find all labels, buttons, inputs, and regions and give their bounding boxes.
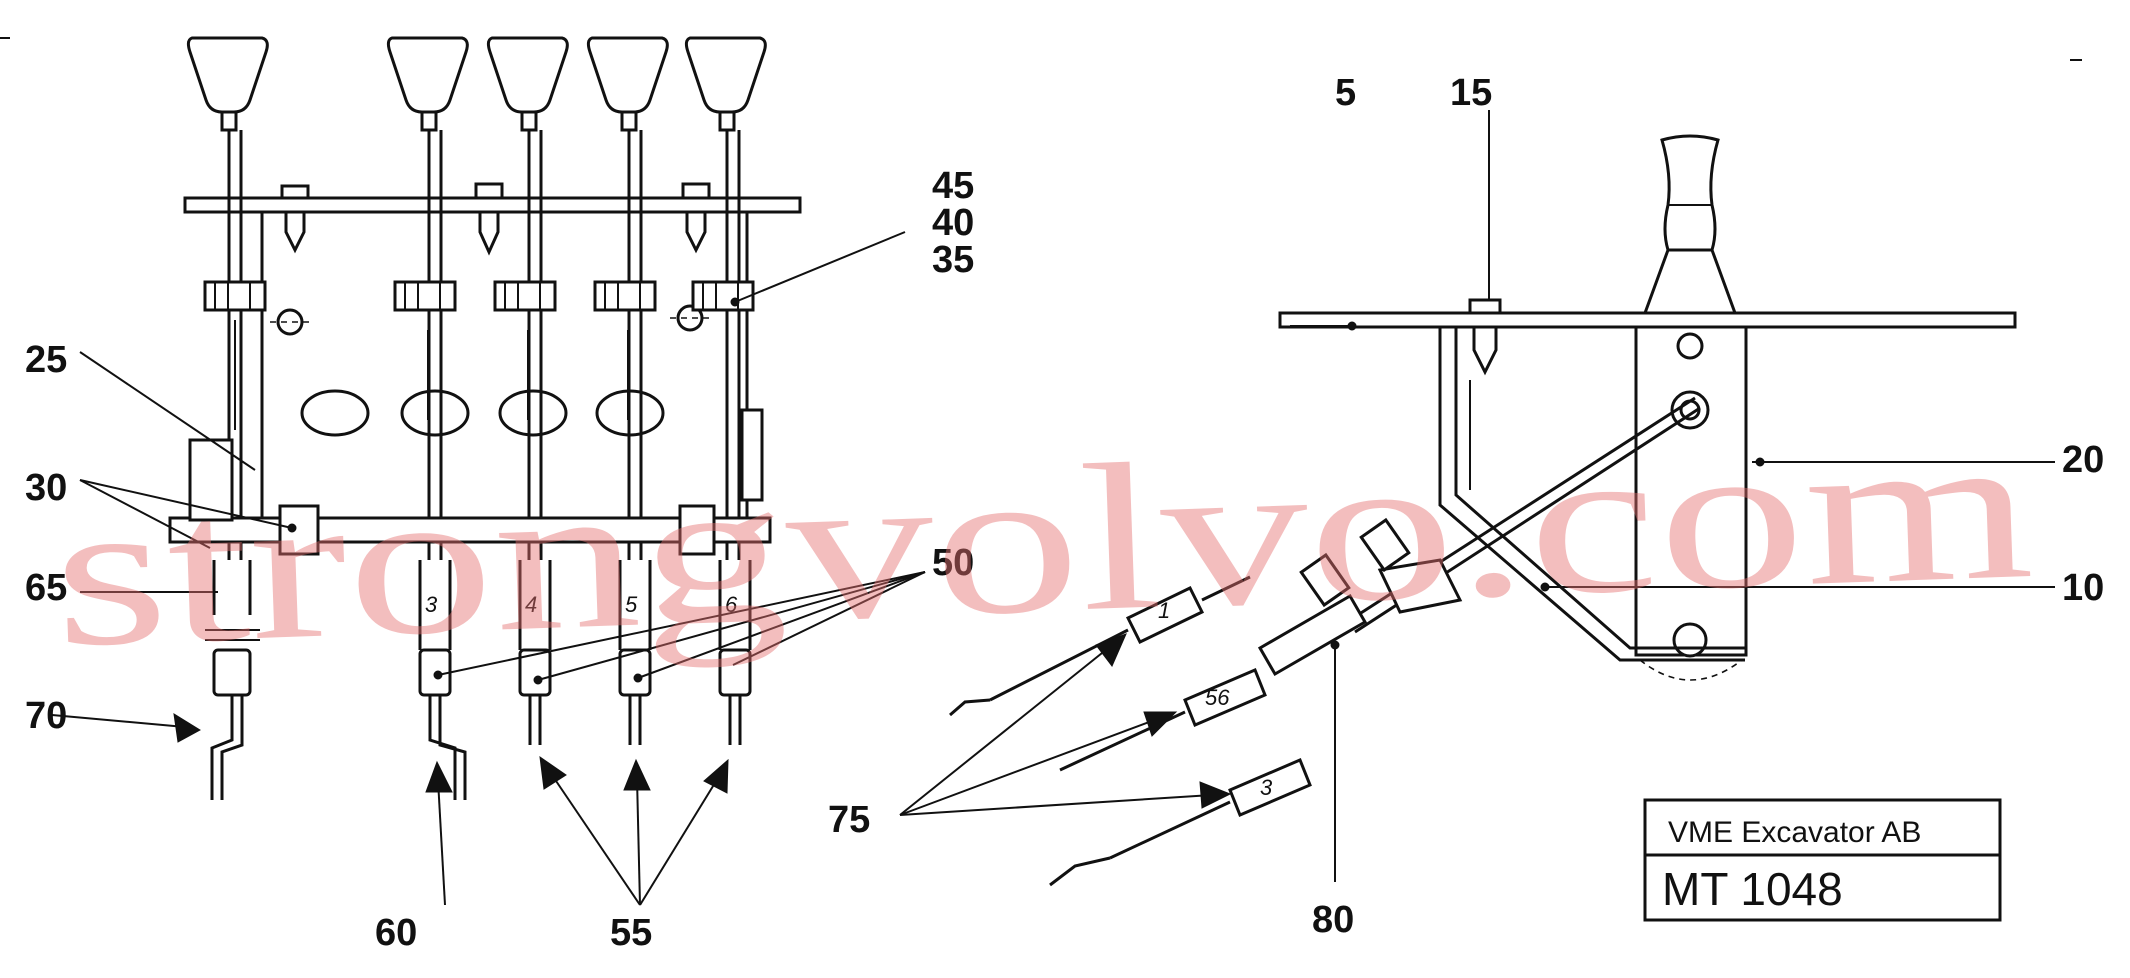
nut-stacks [203, 280, 755, 312]
stamp-drawing-number: MT 1048 [1662, 863, 1843, 915]
callout-60: 60 [375, 912, 417, 954]
shaft-collar [678, 504, 716, 556]
cable-marking-56: 56 [1205, 685, 1230, 710]
title-stamp: VME Excavator AB MT 1048 [1643, 798, 2002, 922]
mounting-hole [276, 308, 304, 336]
top-plate-screws [280, 182, 711, 256]
mounting-hole [676, 304, 704, 332]
leader-dots [287, 297, 1765, 685]
rod-marking-3: 3 [425, 592, 438, 617]
housing-opening [498, 389, 568, 437]
callout-25: 25 [25, 339, 67, 381]
side-bracket [740, 408, 764, 502]
lever-knob [586, 36, 669, 114]
cable-end-sleeve [1257, 593, 1368, 677]
side-lever-knob [1660, 134, 1720, 252]
callout-75: 75 [828, 799, 870, 841]
stamp-company: VME Excavator AB [1668, 816, 1921, 849]
callout-40: 40 [932, 202, 974, 244]
callout-80: 80 [1312, 899, 1354, 941]
cable-marking-3: 3 [1260, 775, 1273, 800]
lever-bank-assembly: 3 4 5 6 [168, 36, 802, 800]
callout-45: 45 [932, 165, 974, 207]
cable-variants: 1 56 3 [949, 575, 1312, 887]
callout-labels: 45 40 35 25 30 65 50 70 60 55 5 15 20 10… [25, 72, 2104, 954]
pointer-arrows [51, 633, 1232, 906]
side-bracket [188, 438, 234, 522]
callout-65: 65 [25, 567, 67, 609]
lever-arm [1634, 325, 1748, 657]
side-top-plate [1278, 311, 2017, 329]
cable-marking-1: 1 [1158, 598, 1170, 623]
leader-lines [79, 110, 2055, 882]
callout-55: 55 [610, 912, 652, 954]
rod-slots [234, 320, 629, 430]
rod-marking-6: 6 [725, 592, 738, 617]
single-lever-assembly: 1 56 3 [949, 134, 2017, 887]
housing-opening [400, 389, 470, 437]
stamp-frame [1643, 798, 2002, 922]
callout-30: 30 [25, 467, 67, 509]
callout-5: 5 [1335, 72, 1356, 114]
mounting-bracket [1438, 327, 1745, 662]
callout-35: 35 [932, 239, 974, 281]
callout-20: 20 [2062, 439, 2104, 481]
lever-pivot-hole [1676, 332, 1704, 360]
valve-housing-plate [260, 210, 749, 534]
cable-clamp [1377, 558, 1463, 614]
callout-70: 70 [25, 695, 67, 737]
callout-10: 10 [2062, 567, 2104, 609]
cable-fitting [1299, 552, 1351, 608]
side-plate-screw [1472, 325, 1498, 376]
callout-50: 50 [932, 542, 974, 584]
rod-end-links [210, 695, 742, 800]
rod-marking-4: 4 [525, 592, 537, 617]
callout-15: 15 [1450, 72, 1492, 114]
rod-marking-5: 5 [625, 592, 638, 617]
top-mounting-plate [183, 196, 802, 214]
shaft-collar [278, 504, 320, 556]
lever-knob [486, 36, 569, 114]
lever-knob [186, 36, 269, 114]
lever-knob [684, 36, 767, 114]
housing-opening [300, 389, 370, 437]
lever-knob [386, 36, 469, 114]
